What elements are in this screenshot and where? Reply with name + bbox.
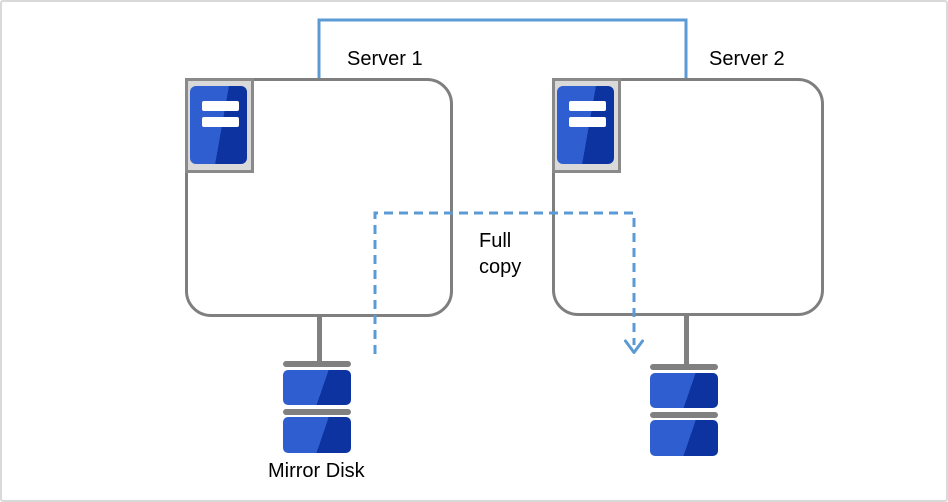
- mirror-disk-icon: [650, 364, 718, 457]
- drive-slot-icon: [569, 101, 606, 111]
- drive-slot-icon: [202, 117, 239, 127]
- server2-disk-connector: [684, 314, 689, 365]
- disk-platter: [283, 370, 351, 405]
- disk-cap: [283, 361, 351, 367]
- server1-disk-connector: [317, 315, 322, 362]
- arrow-down-icon: [624, 339, 644, 354]
- mirror-disk-label: Mirror Disk: [268, 460, 365, 482]
- drive-slot-icon: [569, 117, 606, 127]
- server-tower-icon: [190, 86, 247, 164]
- server-icon: [552, 78, 621, 173]
- server-icon: [185, 78, 254, 173]
- disk-platter: [650, 373, 718, 408]
- disk-cap: [650, 412, 718, 418]
- full-copy-label: Full copy: [479, 230, 522, 278]
- disk-platter: [283, 417, 351, 453]
- mirror-disk-icon: [283, 361, 351, 454]
- disk-platter: [650, 420, 718, 456]
- disk-cap: [650, 364, 718, 370]
- server-1-label: Server 1: [347, 48, 423, 70]
- disk-cap: [283, 409, 351, 415]
- server-tower-icon: [557, 86, 614, 164]
- drive-slot-icon: [202, 101, 239, 111]
- server-2-label: Server 2: [709, 48, 785, 70]
